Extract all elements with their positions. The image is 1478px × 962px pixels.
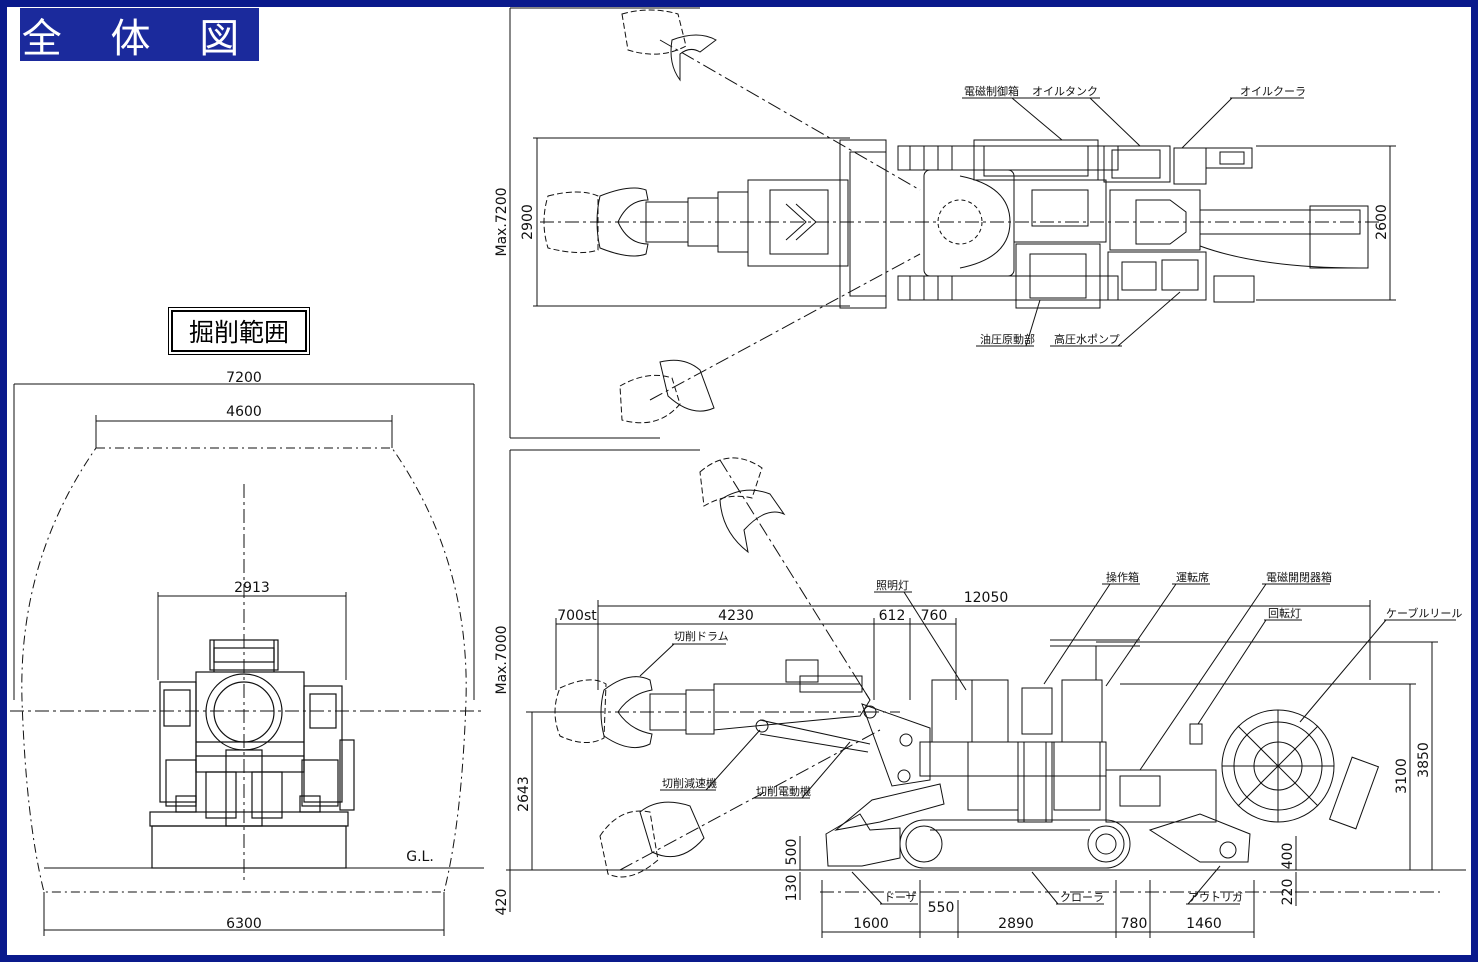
gl-label: G.L. <box>406 849 434 865</box>
callout-driver-seat: 運転席 <box>1176 570 1209 584</box>
dim-6300: 6300 <box>226 916 262 932</box>
dim-1600: 1600 <box>853 916 889 932</box>
excavation-range-view: 7200 4600 G.L. 2913 6300 <box>10 370 484 936</box>
callout-motor: 切削電動機 <box>756 784 811 798</box>
dim-220: 220 <box>1280 879 1296 906</box>
callout-outrigger: アウトリガ <box>1188 891 1243 904</box>
dim-3850: 3850 <box>1416 742 1432 778</box>
dim-3100: 3100 <box>1394 758 1410 794</box>
callout-switchgear: 電磁開閉器箱 <box>1266 570 1332 584</box>
callout-reducer: 切削減速機 <box>662 776 717 790</box>
dim-780: 780 <box>1121 916 1148 932</box>
callout-light: 照明灯 <box>876 579 909 592</box>
dim-max-7200: Max.7200 <box>494 187 510 256</box>
dim-4600: 4600 <box>226 404 262 420</box>
dim-612: 612 <box>879 608 906 624</box>
dim-2890: 2890 <box>998 916 1034 932</box>
dim-1460: 1460 <box>1186 916 1222 932</box>
dim-12050: 12050 <box>964 590 1009 606</box>
callout-cutting-drum: 切削ドラム <box>674 629 729 643</box>
dim-130: 130 <box>784 875 800 902</box>
dim-400: 400 <box>1280 843 1296 870</box>
side-view: Max.7000 2643 420 12050 700st 4230 612 7… <box>494 449 1466 938</box>
callout-oil-cooler: オイルクーラ <box>1240 85 1306 98</box>
callout-operation-box: 操作箱 <box>1106 570 1139 584</box>
dim-2643: 2643 <box>516 776 532 812</box>
callout-rotating-light: 回転灯 <box>1268 607 1301 620</box>
dim-2600: 2600 <box>1374 204 1390 240</box>
dim-550: 550 <box>928 900 955 916</box>
sheet-title: 全 体 図 <box>20 8 259 62</box>
callout-hydraulic-unit: 油圧原動部 <box>980 332 1035 346</box>
callout-oil-tank: オイルタンク <box>1032 85 1098 98</box>
dim-2900: 2900 <box>520 204 536 240</box>
callout-dozer: ドーザ <box>884 891 917 904</box>
dim-500: 500 <box>784 839 800 866</box>
side-callouts: 照明灯 切削ドラム 切削減速機 切削電動機 操作箱 運転席 電磁開閉器箱 回転灯 <box>639 570 1462 905</box>
dim-700st: 700st <box>557 608 597 624</box>
excavation-range-title: 掘削範囲 <box>168 307 310 355</box>
dim-760: 760 <box>921 608 948 624</box>
dim-420: 420 <box>494 889 510 916</box>
callout-control-box: 電磁制御箱 <box>964 84 1019 98</box>
dim-7200: 7200 <box>226 370 262 386</box>
callout-crawler: クローラ <box>1060 891 1104 904</box>
machine-front-view <box>149 639 355 869</box>
dim-4230: 4230 <box>718 608 754 624</box>
plan-view: Max.7200 2900 2600 <box>494 7 1396 439</box>
dim-2913: 2913 <box>234 580 270 596</box>
callout-cable-reel: ケーブルリール <box>1386 606 1462 620</box>
dim-max-7000: Max.7000 <box>494 625 510 694</box>
callout-hp-water-pump: 高圧水ポンプ <box>1054 332 1120 346</box>
plan-callouts: 電磁制御箱 オイルタンク オイルクーラ 油圧原動部 高圧水ポンプ <box>962 84 1306 347</box>
